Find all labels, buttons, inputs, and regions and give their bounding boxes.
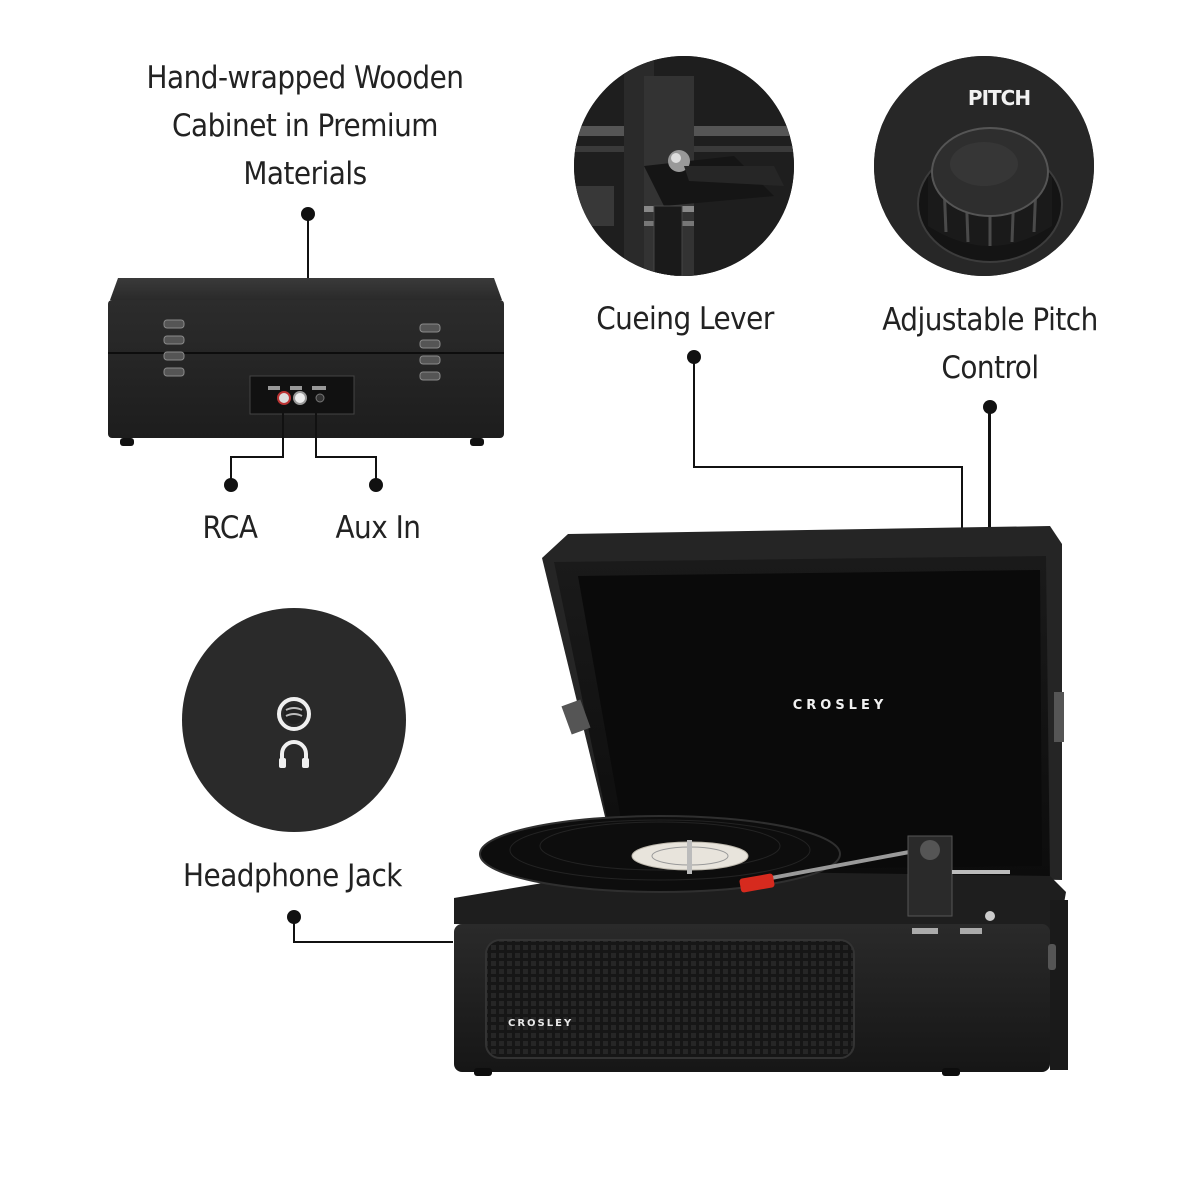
lid-logo: CROSLEY	[792, 698, 888, 713]
cueing-lever-line-vertical	[693, 357, 695, 467]
rca-label: RCA	[202, 510, 258, 546]
cabinet-callout-line	[307, 214, 309, 298]
headphone-callout-line-horizontal	[293, 941, 453, 943]
aux-callout-line-vertical	[315, 410, 317, 458]
cueing-lever-label: Cueing Lever	[596, 301, 774, 337]
headphone-jack-closeup	[182, 608, 406, 832]
cabinet-label-line-3: Materials	[243, 156, 367, 192]
aux-in-label: Aux In	[335, 510, 421, 546]
pitch-knob-text: PITCH	[967, 86, 1031, 110]
aux-callout-line-drop	[375, 456, 377, 484]
cabinet-label-line-1: Hand-wrapped Wooden	[146, 60, 464, 96]
rca-callout-line-horizontal	[230, 456, 284, 458]
cueing-lever-line-horizontal	[693, 466, 963, 468]
headphone-jack-label: Headphone Jack	[183, 858, 402, 894]
rca-callout-line-vertical	[282, 410, 284, 458]
headphone-icon	[280, 740, 308, 766]
cabinet-callout-label: Hand-wrapped Wooden Cabinet in Premium M…	[100, 54, 510, 198]
closed-case-back-view	[106, 276, 506, 452]
headphone-callout-line-vertical	[293, 916, 295, 942]
cabinet-label-line-2: Cabinet in Premium	[172, 108, 438, 144]
rca-callout-line-drop	[230, 456, 232, 484]
turntable-open: CROSLEY CROSLEY	[450, 520, 1070, 1080]
aux-callout-dot	[369, 478, 383, 492]
pitch-knob-closeup: PITCH	[874, 56, 1094, 276]
aux-callout-line-horizontal	[315, 456, 377, 458]
cueing-lever-closeup	[574, 56, 794, 276]
rca-callout-dot	[224, 478, 238, 492]
pitch-label-line-1: Adjustable Pitch	[882, 302, 1098, 338]
pitch-callout-label: Adjustable Pitch Control	[868, 296, 1112, 392]
pitch-label-line-2: Control	[941, 350, 1039, 386]
speaker-logo: CROSLEY	[508, 1018, 574, 1029]
